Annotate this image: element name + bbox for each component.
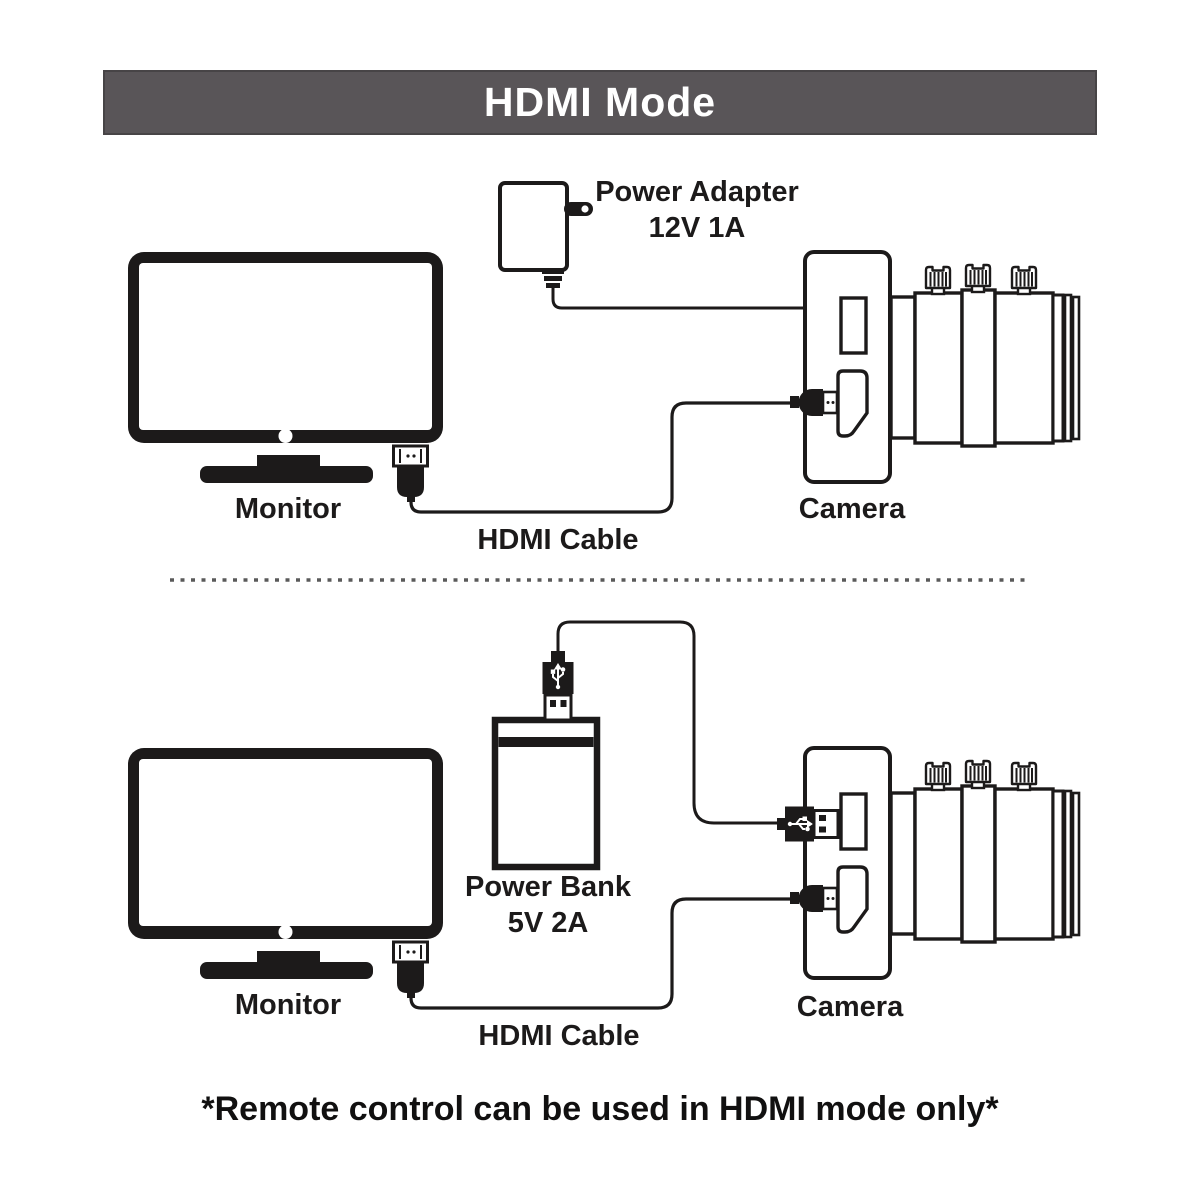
usb-plug-powerbank-icon: [542, 651, 574, 694]
usb-trident-icon: [550, 663, 566, 690]
monitor-label-top: Monitor: [234, 493, 342, 525]
monitor-label-bottom: Monitor: [234, 989, 342, 1021]
power-adapter-icon: [498, 181, 593, 288]
power-bank-icon: [491, 693, 601, 871]
power-adapter-label: Power Adapter 12V 1A: [595, 176, 799, 244]
page-title: HDMI Mode: [483, 79, 717, 125]
plug-prong-icon: [564, 202, 593, 216]
camera-label-top: Camera: [798, 493, 906, 525]
usb-cable-line: [556, 620, 777, 825]
power-cable-line: [551, 288, 803, 310]
camera-label-bottom: Camera: [796, 991, 904, 1023]
hdmi-cable-label-top: HDMI Cable: [477, 524, 639, 556]
power-bank-label: Power Bank 5V 2A: [465, 871, 631, 939]
header-bar: HDMI Mode: [103, 70, 1097, 135]
footer-note: *Remote control can be used in HDMI mode…: [201, 1090, 999, 1128]
usb-a-connector-icon: [812, 809, 840, 839]
usb-a-connector-icon: [543, 693, 573, 722]
usb-trident-icon: [787, 816, 813, 832]
top-station: [128, 252, 1079, 512]
usb-plug-camera-icon: [777, 806, 840, 842]
hdmi-cable-label-bottom: HDMI Cable: [478, 1020, 640, 1052]
